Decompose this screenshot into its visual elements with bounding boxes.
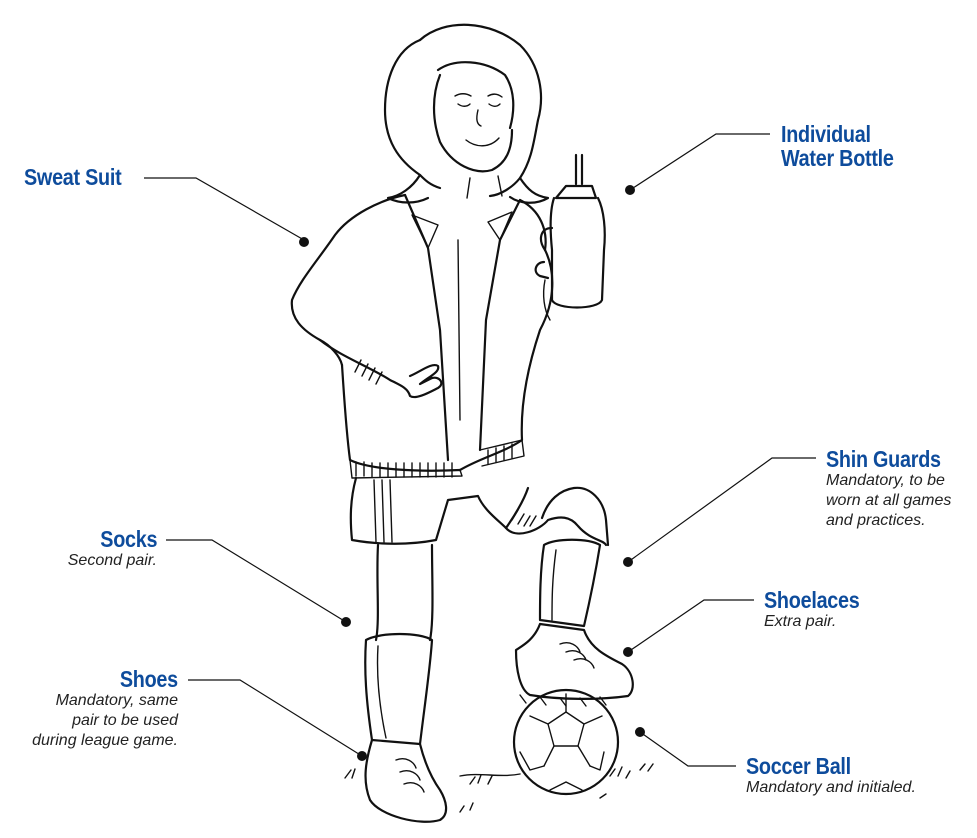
grass-lines [345,764,653,812]
soccer-ball-desc-line1: Mandatory and initialed. [746,778,916,798]
soccer-ball-title: Soccer Ball [746,754,892,778]
socks-desc-line1: Second pair. [68,551,157,571]
shoes-desc-line2: pair to be used [32,711,178,731]
shin-guards-desc-line2: worn at all games [826,491,959,511]
water-bottle-title-line1: Individual [781,122,894,146]
shin-guards-desc-line1: Mandatory, to be [826,471,959,491]
label-soccer-ball: Soccer Ball Mandatory and initialed. [746,754,916,798]
sweat-suit-title: Sweat Suit [24,165,121,189]
shoelaces-desc-line1: Extra pair. [764,612,875,632]
label-shoes: Shoes Mandatory, same pair to be used du… [32,667,178,751]
shoes [366,624,633,822]
soccer-ball [514,690,618,794]
water-bottle-title-line2: Water Bottle [781,146,894,170]
label-socks: Socks Second pair. [68,527,157,571]
socks-title: Socks [80,527,157,551]
shoes-desc-line1: Mandatory, same [32,691,178,711]
shoes-title: Shoes [53,667,178,691]
shin-guards-desc-line3: and practices. [826,511,959,531]
shoelaces-title: Shoelaces [764,588,860,612]
sweat-suit-jacket [292,195,553,478]
legs [376,488,608,640]
label-shin-guards: Shin Guards Mandatory, to be worn at all… [826,447,959,531]
shin-guards-title: Shin Guards [826,447,941,471]
head [385,25,548,203]
label-water-bottle: Individual Water Bottle [781,122,912,170]
label-shoelaces: Shoelaces Extra pair. [764,588,875,632]
label-sweat-suit: Sweat Suit [24,165,137,189]
shoes-desc-line3: during league game. [32,731,178,751]
shorts [351,478,528,544]
